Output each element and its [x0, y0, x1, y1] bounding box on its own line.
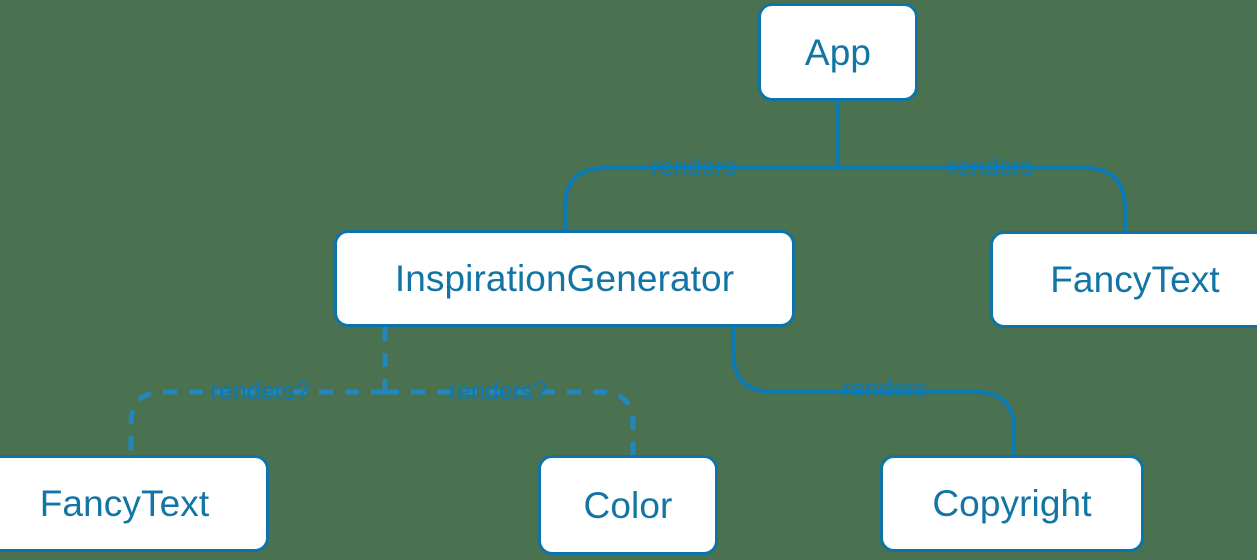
node-inspirationgenerator-label: InspirationGenerator	[394, 258, 735, 299]
node-fancytext-top-label: FancyText	[1050, 259, 1220, 300]
node-app-label: App	[804, 31, 872, 73]
node-copyright-label: Copyright	[932, 483, 1092, 524]
node-fancytext-top[interactable]: FancyText	[990, 231, 1257, 328]
edge-label-inspirationgenerator-to-fancytext: renders?	[210, 377, 310, 406]
edge-inspirationgenerator-to-color-dashed	[385, 389, 636, 455]
node-color[interactable]: Color	[538, 455, 718, 555]
node-fancytext-bottom[interactable]: FancyText	[0, 455, 269, 552]
node-copyright[interactable]: Copyright	[880, 455, 1144, 552]
node-color-label: Color	[583, 484, 673, 526]
edge-label-app-to-inspirationgenerator: renders	[651, 153, 737, 182]
edge-app-to-fancytext	[836, 166, 1127, 233]
node-inspirationgenerator[interactable]: InspirationGenerator	[334, 230, 795, 327]
node-fancytext-bottom-label: FancyText	[39, 483, 210, 524]
edge-label-inspirationgenerator-to-copyright: renders	[842, 374, 928, 403]
edge-label-app-to-fancytext: renders	[948, 153, 1034, 182]
node-app[interactable]: App	[758, 3, 918, 101]
edge-inspirationgenerator-to-copyright	[731, 325, 1016, 457]
edge-inspirationgenerator-to-fancytext-dashed	[128, 389, 385, 455]
edge-label-inspirationgenerator-to-color: renders?	[448, 377, 548, 406]
edge-app-to-inspirationgenerator	[563, 166, 840, 232]
